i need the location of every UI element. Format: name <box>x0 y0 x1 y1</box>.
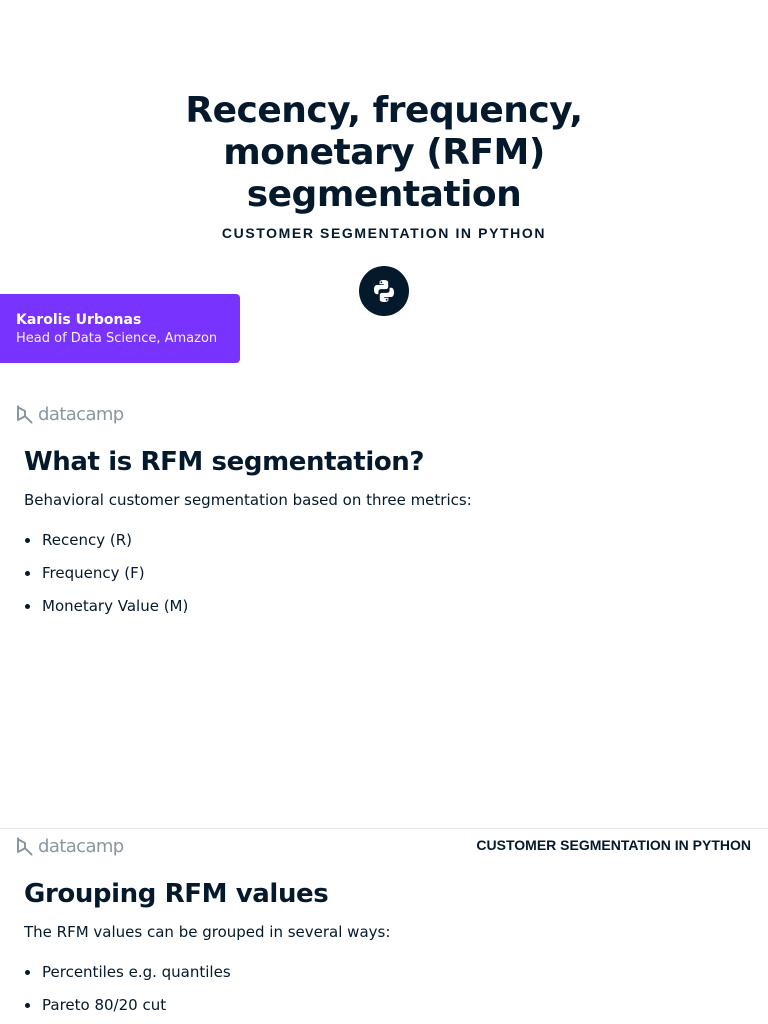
datacamp-logo-icon <box>17 837 33 856</box>
list-item: Recency (R) <box>24 531 188 564</box>
datacamp-logo-icon <box>17 405 33 424</box>
datacamp-logo: datacamp <box>16 403 124 425</box>
title-line: monetary (RFM) <box>223 132 545 173</box>
title-slide: Recency, frequency, monetary (RFM) segme… <box>0 0 768 400</box>
slide-intro: The RFM values can be grouped in several… <box>24 923 391 941</box>
title-line: segmentation <box>246 174 522 215</box>
datacamp-wordmark: datacamp <box>38 403 124 425</box>
author-card: Karolis Urbonas Head of Data Science, Am… <box>0 294 240 363</box>
bullet-list: Percentiles e.g. quantiles Pareto 80/20 … <box>24 963 231 1024</box>
author-name: Karolis Urbonas <box>16 312 142 328</box>
presentation-title: Recency, frequency, monetary (RFM) segme… <box>0 90 768 216</box>
slide-heading: What is RFM segmentation? <box>24 447 425 477</box>
slide-heading: Grouping RFM values <box>24 879 329 909</box>
list-item: Monetary Value (M) <box>24 597 188 630</box>
slide-header-course: CUSTOMER SEGMENTATION IN PYTHON <box>476 837 751 853</box>
title-line: Recency, frequency, <box>185 90 583 131</box>
list-item: Percentiles e.g. quantiles <box>24 963 231 996</box>
slide-intro: Behavioral customer segmentation based o… <box>24 491 472 509</box>
slide-divider <box>0 828 768 829</box>
datacamp-logo: datacamp <box>16 835 124 857</box>
python-icon-glyph <box>374 280 394 302</box>
datacamp-wordmark: datacamp <box>38 835 124 857</box>
list-item: Frequency (F) <box>24 564 188 597</box>
python-icon <box>359 266 409 316</box>
author-role: Head of Data Science, Amazon <box>16 331 218 346</box>
course-subtitle: CUSTOMER SEGMENTATION IN PYTHON <box>221 225 547 241</box>
bullet-list: Recency (R) Frequency (F) Monetary Value… <box>24 531 188 630</box>
list-item: Pareto 80/20 cut <box>24 996 231 1024</box>
